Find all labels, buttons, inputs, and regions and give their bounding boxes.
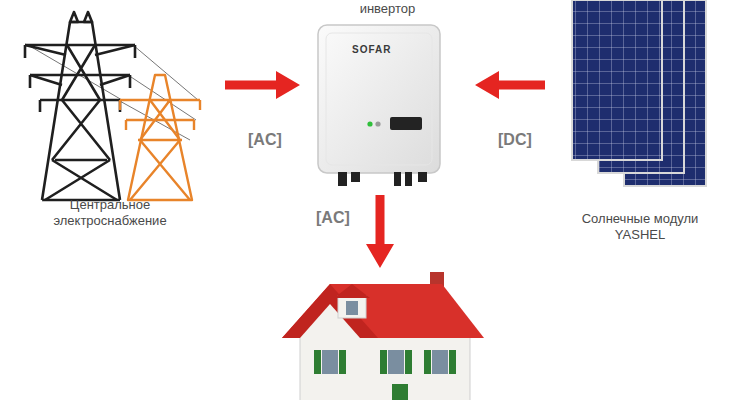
wires-power-line-part [28, 45, 122, 100]
current-type-label: [AC] [248, 131, 282, 149]
inverter-illustration-part [405, 172, 412, 186]
inverter-illustration-part [394, 172, 401, 186]
house-part [282, 284, 484, 338]
small-pylon-part [120, 100, 200, 130]
house-part [282, 284, 378, 338]
small-pylon-part [130, 100, 190, 200]
small-pylon-part [128, 75, 192, 200]
big-pylon-part [25, 45, 135, 112]
house-part [449, 350, 456, 374]
big-pylon-part [70, 12, 92, 22]
node-caption: Центральное электроснабжение [45, 197, 175, 229]
inverter-illustration-part [338, 172, 347, 186]
house-part [346, 301, 358, 315]
inverter-illustration-part [375, 121, 380, 126]
small-pylon-part [120, 100, 200, 120]
flow-arrow [366, 195, 394, 268]
inverter-illustration-part [326, 33, 432, 165]
flow-arrow [475, 71, 545, 99]
grid-supply-node: Центральное электроснабжение [15, 25, 225, 240]
node-caption: инвертор [320, 1, 455, 17]
big-pylon-part [45, 45, 117, 200]
big-pylon-part [55, 159, 107, 162]
house-part [314, 350, 321, 374]
flow-arrow [225, 71, 300, 99]
wires-power-line-part [128, 75, 196, 120]
house-part [334, 284, 370, 298]
house-node [280, 268, 480, 400]
house-part [388, 350, 404, 374]
house-part [322, 350, 338, 374]
brand-logo: SOFAR [352, 44, 391, 55]
big-pylon-part [42, 22, 120, 200]
node-caption: Солнечные модули YASHEL [575, 211, 705, 243]
house [282, 272, 484, 400]
inverter-illustration-part [367, 121, 372, 126]
house-part [339, 350, 346, 374]
current-type-label: [AC] [316, 209, 350, 227]
solar-modules-node: Солнечные модули YASHEL [545, 0, 735, 250]
solar-panels-part [572, 0, 662, 160]
house-part [424, 350, 431, 374]
small-pylon [120, 75, 200, 200]
inverter-illustration-part [418, 172, 427, 182]
wires-power-line-part [133, 45, 198, 100]
inverter-node: инвертор [300, 0, 475, 195]
current-type-label: [DC] [498, 131, 532, 149]
inverter-illustration-part [318, 25, 440, 173]
house-part [380, 350, 387, 374]
house-part [432, 350, 448, 374]
inverter-illustration [318, 25, 440, 186]
house-part [392, 384, 408, 400]
house-part [338, 296, 366, 318]
solar-panels [572, 0, 706, 186]
big-pylon [25, 12, 135, 200]
house-part [405, 350, 412, 374]
inverter-illustration-part [351, 172, 360, 182]
inverter-illustration-part [390, 117, 422, 130]
